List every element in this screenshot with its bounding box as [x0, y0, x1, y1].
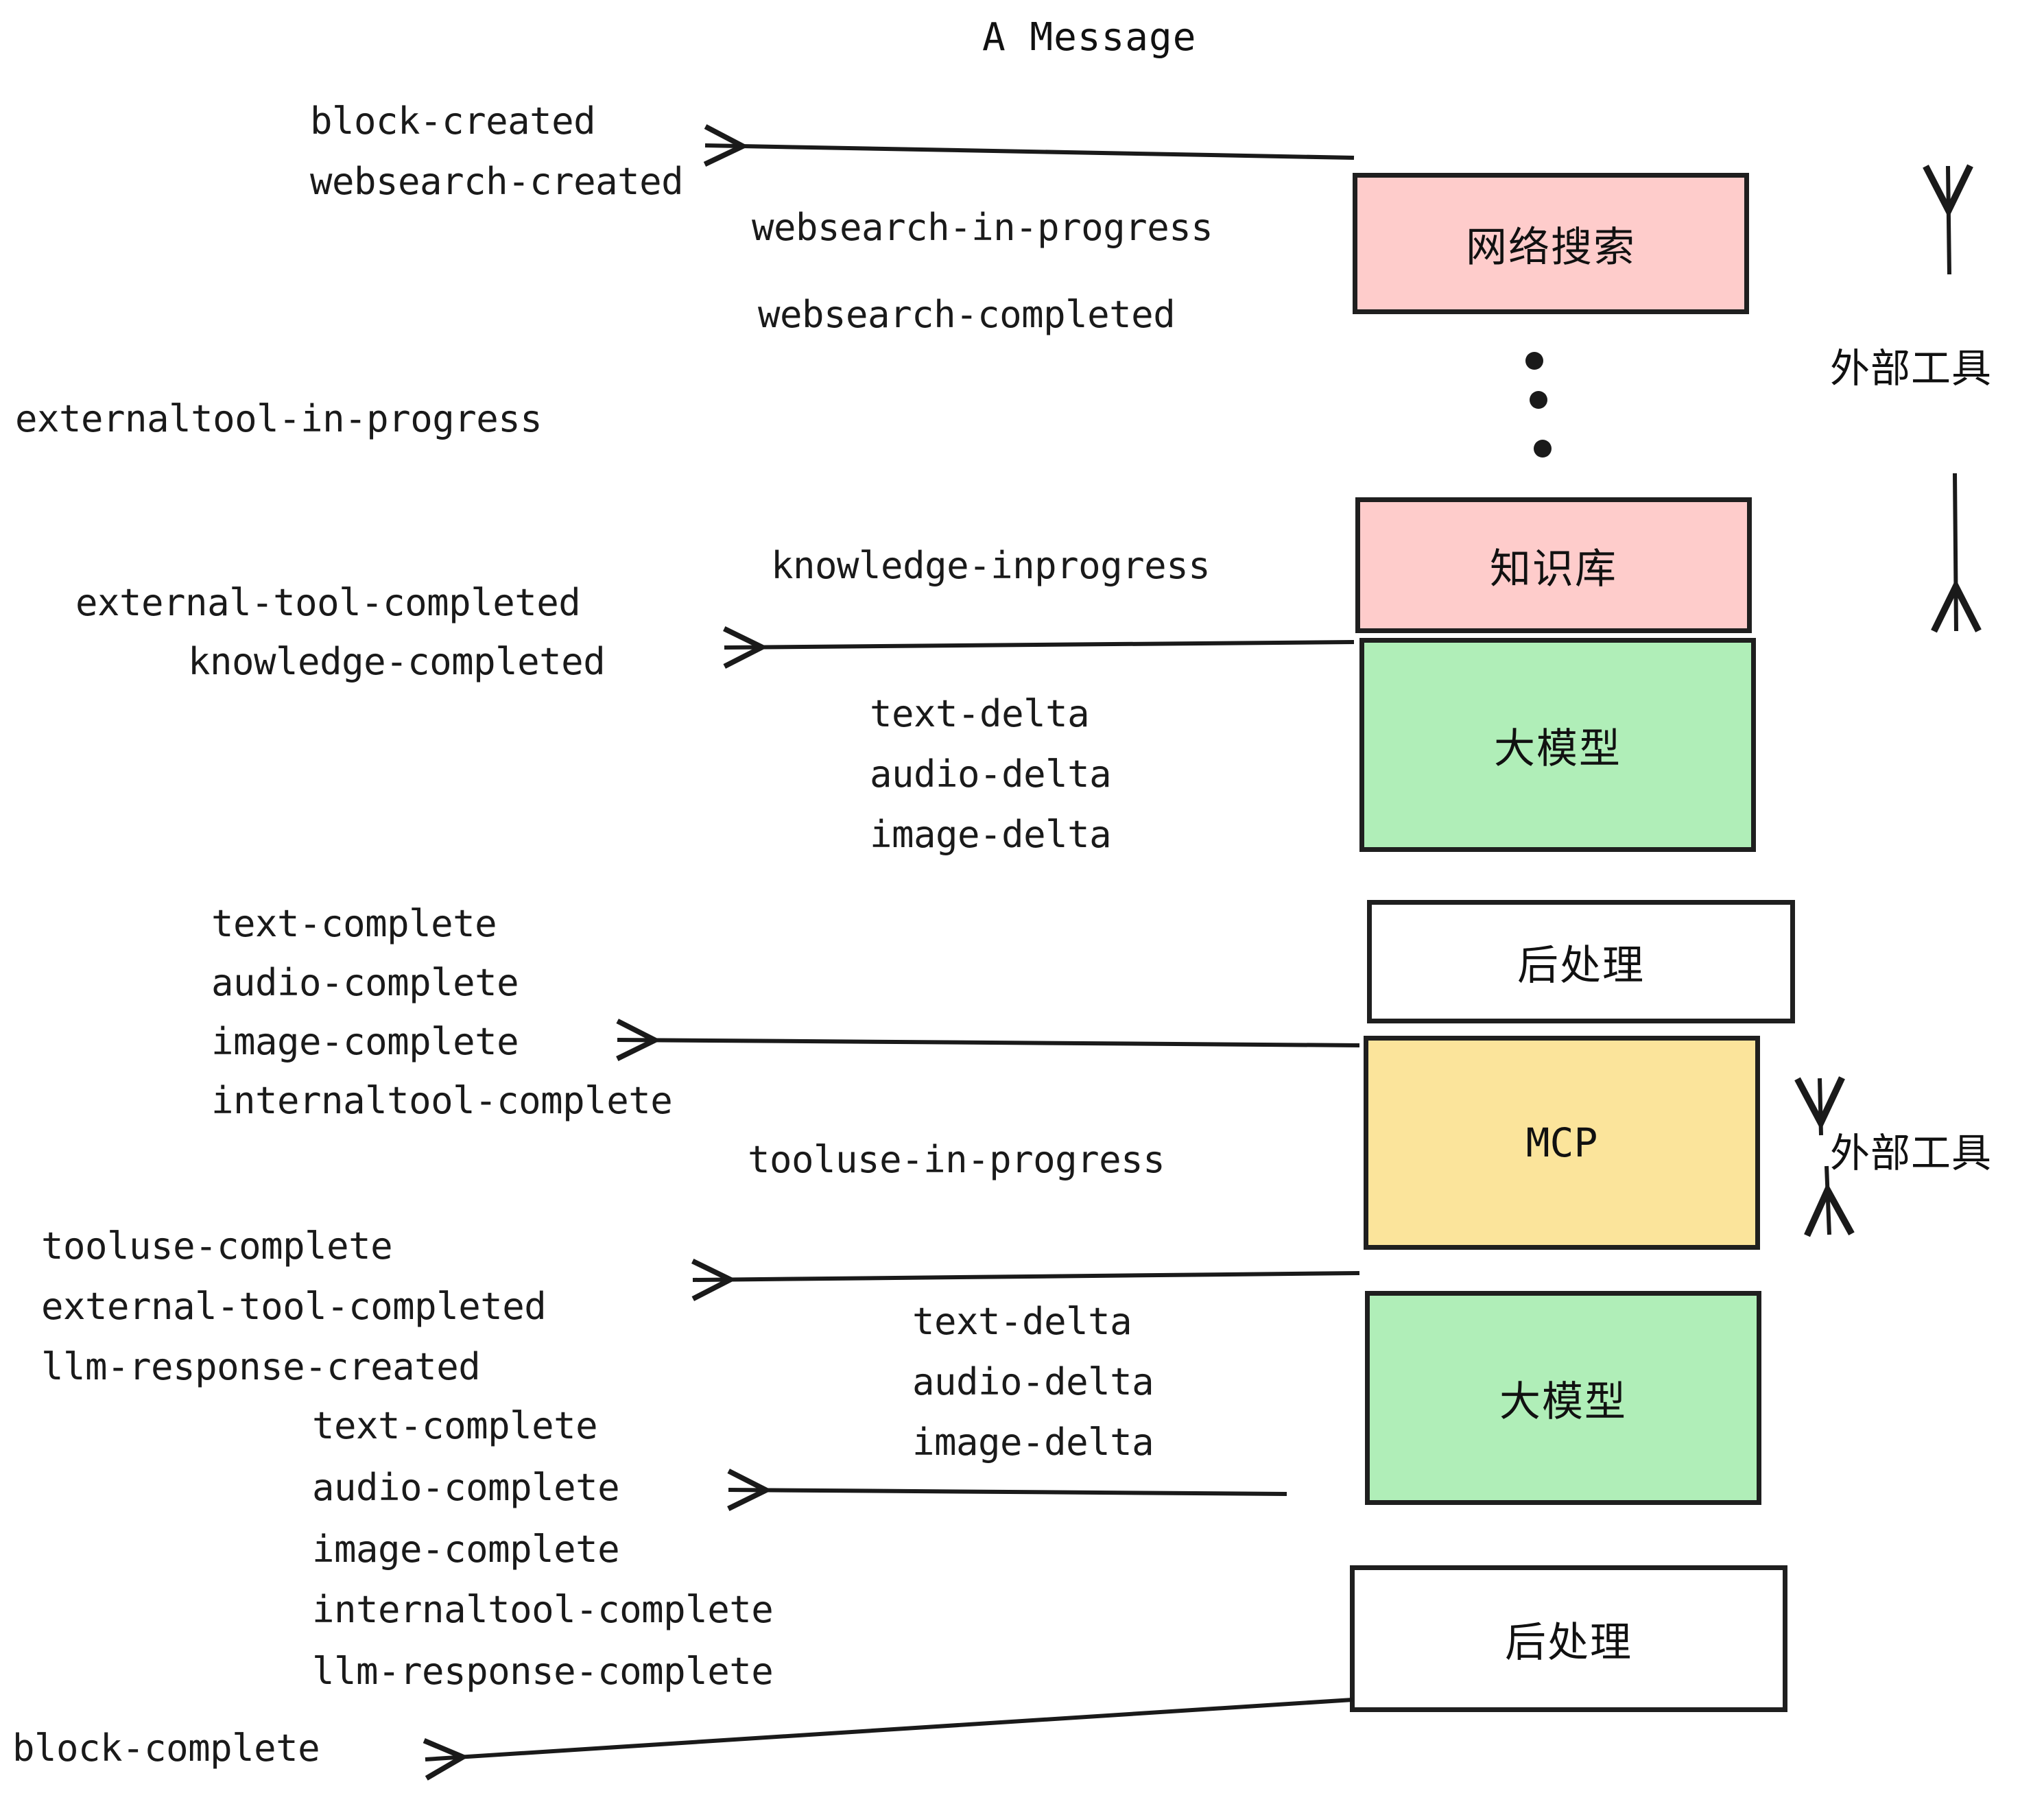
box-websearch-label: 网络搜索 — [1466, 223, 1636, 272]
arrow-postprocess2-to-block-complete — [425, 1698, 1353, 1759]
box-postprocess-1-label: 后处理 — [1517, 941, 1645, 990]
event-audio-complete-1: audio-complete — [211, 961, 519, 1004]
box-mcp: MCP — [1364, 1036, 1760, 1250]
event-external-tool-completed-2: external-tool-completed — [41, 1285, 547, 1328]
arrow-llm2-to-audio-complete — [728, 1490, 1287, 1494]
event-tooluse-in-progress: tooluse-in-progress — [748, 1138, 1165, 1181]
event-audio-delta-1: audio-delta — [870, 752, 1112, 796]
box-knowledge: 知识库 — [1355, 497, 1752, 633]
event-text-complete-2: text-complete — [312, 1404, 598, 1447]
event-websearch-created: websearch-created — [310, 160, 684, 203]
event-llm-response-created: llm-response-created — [41, 1345, 481, 1388]
arrow-external-tool-bottom-up — [1820, 1078, 1821, 1136]
event-image-complete-2: image-complete — [312, 1528, 620, 1571]
event-external-tool-completed-1: external-tool-completed — [75, 581, 581, 624]
event-text-delta-1: text-delta — [870, 692, 1090, 735]
event-image-delta-1: image-delta — [870, 813, 1112, 856]
arrow-knowledge-to-completed — [724, 642, 1355, 648]
box-postprocess-2-label: 后处理 — [1505, 1618, 1632, 1667]
event-image-delta-2: image-delta — [912, 1421, 1154, 1464]
arrow-external-tool-bottom-down — [1827, 1165, 1829, 1235]
arrow-external-tool-top-down — [1955, 473, 1956, 631]
event-websearch-in-progress: websearch-in-progress — [752, 206, 1213, 249]
event-block-created: block-created — [310, 99, 596, 143]
ellipsis-dot-3 — [1534, 440, 1552, 458]
event-tooluse-complete: tooluse-complete — [41, 1224, 393, 1268]
event-llm-response-complete: llm-response-complete — [312, 1650, 774, 1693]
box-postprocess-2: 后处理 — [1350, 1565, 1787, 1712]
event-block-complete: block-complete — [12, 1726, 320, 1770]
box-websearch: 网络搜索 — [1353, 173, 1749, 314]
page-title: A Message — [982, 15, 1197, 60]
box-mcp-label: MCP — [1525, 1119, 1598, 1166]
box-llm-2: 大模型 — [1365, 1291, 1761, 1505]
box-llm-1-label: 大模型 — [1494, 724, 1621, 773]
arrow-mcp-to-tooluse-complete — [693, 1273, 1360, 1280]
ellipsis-dot-2 — [1530, 391, 1547, 409]
box-llm-2-label: 大模型 — [1499, 1377, 1627, 1426]
event-internaltool-complete-2: internaltool-complete — [312, 1588, 774, 1631]
arrow-external-tool-top-up — [1948, 166, 1949, 275]
event-audio-delta-2: audio-delta — [912, 1360, 1154, 1403]
side-label-external-tool-top: 外部工具 — [1830, 345, 1993, 392]
ellipsis-dot-1 — [1525, 352, 1543, 370]
box-llm-1: 大模型 — [1359, 638, 1756, 852]
event-knowledge-completed: knowledge-completed — [188, 640, 606, 683]
side-label-external-tool-bottom: 外部工具 — [1830, 1130, 1993, 1176]
event-websearch-completed: websearch-completed — [758, 293, 1176, 336]
event-externaltool-in-progress: externaltool-in-progress — [15, 397, 543, 440]
event-internaltool-complete-1: internaltool-complete — [211, 1079, 673, 1122]
event-text-complete-1: text-complete — [211, 902, 497, 945]
arrow-websearch-to-block-created — [705, 145, 1355, 158]
event-knowledge-inprogress: knowledge-inprogress — [771, 544, 1211, 587]
box-knowledge-label: 知识库 — [1490, 545, 1617, 593]
box-postprocess-1: 后处理 — [1367, 900, 1795, 1023]
event-image-complete-1: image-complete — [211, 1020, 519, 1063]
arrow-postprocess1-to-image-complete — [617, 1040, 1360, 1045]
event-text-delta-2: text-delta — [912, 1300, 1132, 1343]
event-audio-complete-2: audio-complete — [312, 1466, 620, 1509]
